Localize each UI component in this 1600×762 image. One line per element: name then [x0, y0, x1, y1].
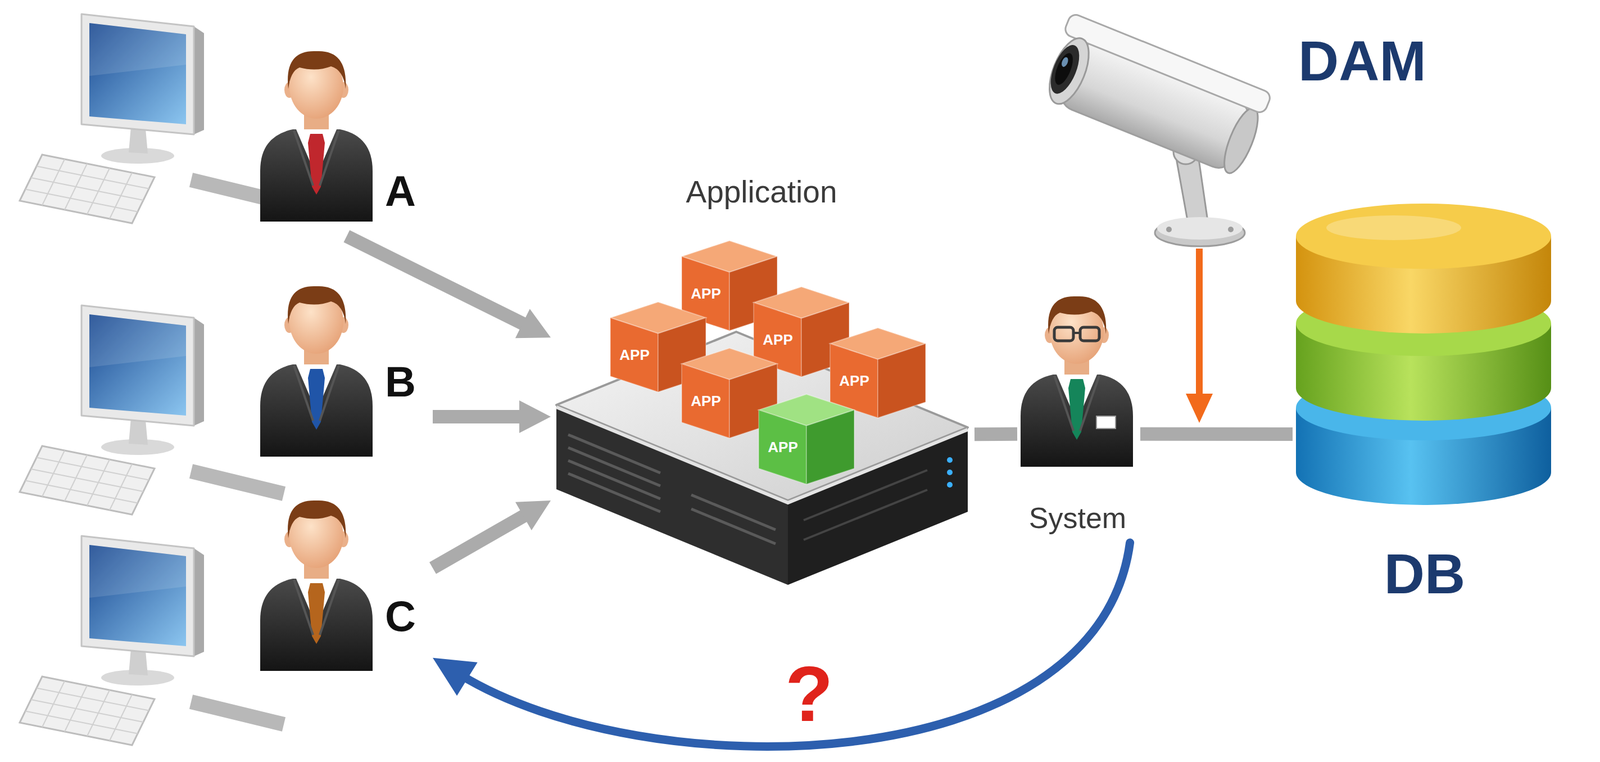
camera-part-part — [1063, 12, 1273, 115]
workstation-part — [19, 305, 284, 515]
workstation-part — [19, 535, 284, 745]
person-figure — [260, 51, 1133, 671]
cube-right-face — [877, 343, 926, 418]
camera-part — [1166, 226, 1172, 233]
cube-left-face — [681, 363, 730, 438]
server-part — [556, 406, 968, 503]
cube-left-face — [758, 409, 807, 484]
server-part-part — [946, 481, 953, 488]
user-node: A — [258, 50, 433, 237]
node-label: APP — [681, 392, 731, 410]
node-label: C — [384, 591, 416, 641]
database — [1295, 203, 1552, 505]
system-user: System — [1017, 292, 1141, 543]
application-server: ApplicationAPP APP APP APP APP APP — [550, 168, 975, 588]
cube-left-face — [610, 317, 659, 392]
camera-part-part — [1041, 32, 1097, 110]
connector-line — [346, 236, 528, 326]
server-part — [946, 456, 953, 488]
person-figure-part-part — [1073, 331, 1081, 334]
node-label: APP — [681, 285, 731, 303]
arrow-head — [519, 400, 551, 433]
dam-camera: DAM — [1045, 2, 1450, 251]
person-figure-part — [1054, 327, 1116, 429]
person-figure-part — [260, 51, 373, 222]
person-figure-part — [260, 500, 373, 671]
camera-part-part — [1044, 41, 1086, 98]
edge-label-holder: ? — [781, 654, 837, 733]
node-label: B — [384, 356, 416, 406]
edge-label: ? — [781, 654, 837, 733]
node-label: APP — [610, 346, 659, 364]
cube-right-face — [806, 409, 855, 484]
app-cube: APP — [758, 393, 855, 484]
server-part-part — [691, 508, 776, 544]
connector-line — [1140, 427, 1293, 441]
database-part — [1326, 215, 1462, 240]
app-cube: APP — [830, 327, 926, 418]
workstation — [19, 14, 284, 745]
connector — [432, 400, 551, 433]
server-part — [568, 434, 776, 544]
person-figure-part-part — [1096, 415, 1116, 429]
connector-line — [460, 542, 1131, 746]
camera-part — [1038, 12, 1273, 178]
user-node: C — [258, 500, 433, 686]
server-part — [803, 469, 928, 540]
node-label: DB — [1292, 542, 1557, 605]
camera-part — [1157, 216, 1243, 240]
workstation-part — [19, 14, 284, 224]
user-node: B — [258, 286, 433, 467]
connector — [432, 542, 1131, 746]
server-part-part — [568, 473, 661, 512]
node-label: APP — [758, 438, 808, 456]
node-label: APP — [830, 372, 879, 390]
connector — [1140, 433, 1293, 434]
database-part — [1295, 203, 1552, 269]
person-figure-part-part — [1054, 327, 1074, 341]
person-figure-part-part — [1080, 327, 1100, 341]
server-part-part — [691, 494, 776, 530]
connector-line — [432, 409, 524, 424]
orange-arrow — [1185, 248, 1213, 423]
connector — [346, 236, 551, 338]
orange-arrow-part — [1195, 248, 1203, 397]
arrow-head — [515, 500, 551, 530]
camera-part-part — [1060, 56, 1070, 68]
server-part-part — [946, 456, 953, 463]
orange-arrow-part — [1185, 393, 1213, 423]
person-figure-part — [260, 286, 373, 457]
node-label: System — [1017, 501, 1139, 536]
connector-line — [974, 427, 1018, 441]
database-cylinder: DB — [1292, 191, 1559, 610]
person-figure-part — [1020, 296, 1133, 467]
node-label: Application — [550, 174, 973, 210]
arrow-head — [432, 657, 478, 696]
node-label: APP — [753, 331, 802, 349]
camera — [1038, 12, 1273, 247]
node-label: DAM — [1298, 29, 1427, 92]
camera-part-part — [1217, 103, 1266, 178]
node-label: A — [384, 166, 416, 216]
camera-part-part — [1051, 50, 1077, 88]
camera-part — [1227, 226, 1234, 233]
server-part-part — [803, 489, 928, 540]
connector — [974, 433, 1018, 434]
connector — [432, 500, 551, 568]
server-part-part — [946, 469, 953, 475]
connector-line — [432, 513, 528, 568]
arrow-head — [515, 308, 551, 338]
